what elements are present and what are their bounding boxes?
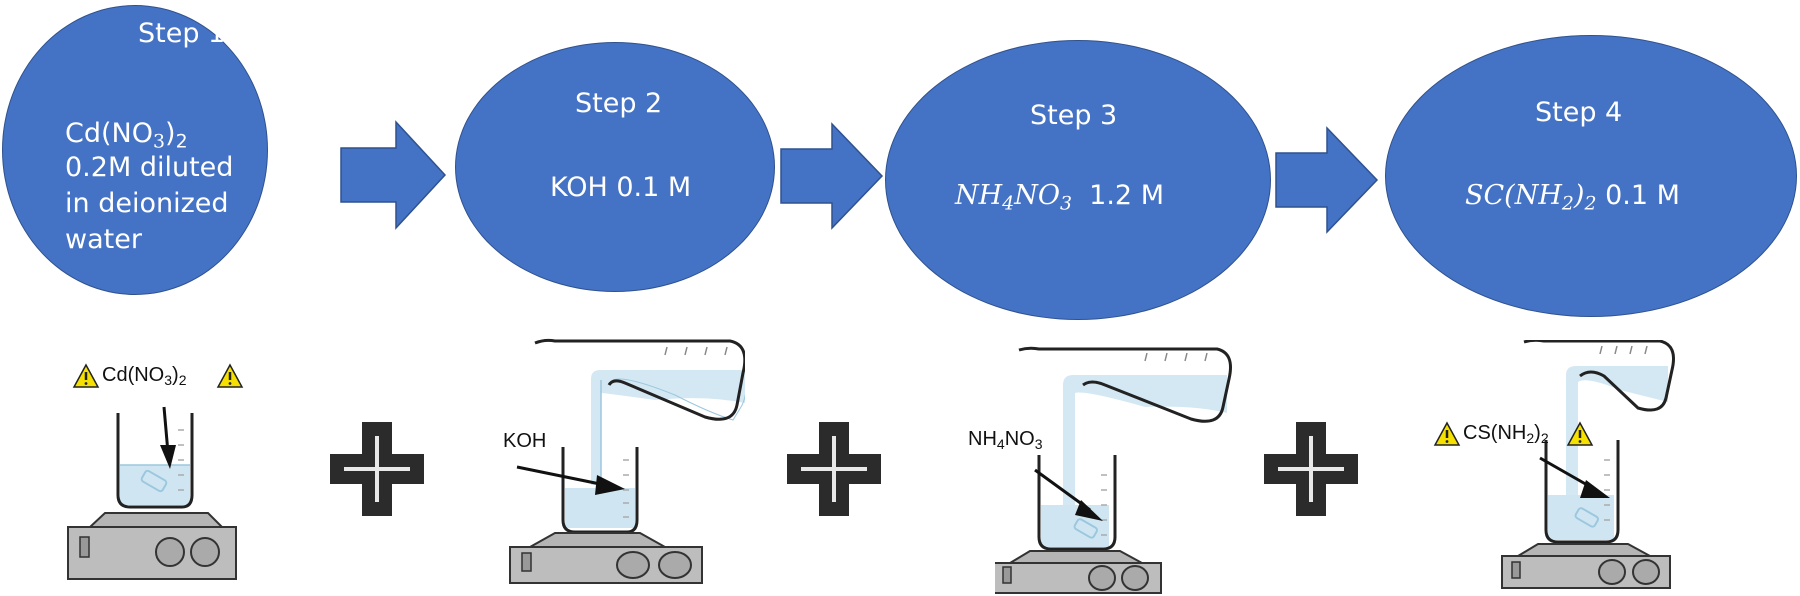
step-4-ellipse xyxy=(1385,35,1797,317)
beaker-icon xyxy=(116,413,194,509)
step-1-formula-base: Cd(NO xyxy=(65,118,153,149)
step-4-formula-sub2: 2 xyxy=(1584,192,1597,215)
setup-3-apparatus xyxy=(995,346,1232,594)
setup-3-label-b: NO xyxy=(1004,428,1035,450)
setup-1-label-a: Cd(NO xyxy=(102,364,165,386)
step-1-label: Step 1 xyxy=(138,18,226,49)
arrow-pointer-icon xyxy=(160,406,176,469)
beaker-icon xyxy=(561,447,639,534)
hot-plate-icon xyxy=(1501,543,1671,589)
step-1-formula-sub1: 3 xyxy=(152,130,166,153)
step-1-reagent-line-3: water xyxy=(65,224,142,255)
right-arrow-icon xyxy=(340,120,447,230)
step-2-reagent: KOH 0.1 M xyxy=(550,172,692,203)
warning-icon xyxy=(1566,421,1594,446)
hot-plate-icon xyxy=(509,532,703,584)
step-4-formula-a: SC(NH xyxy=(1465,180,1562,211)
setup-4-label: CS(NH2)2 xyxy=(1463,422,1549,445)
setup-2-label: KOH xyxy=(503,430,546,453)
warning-icon xyxy=(72,363,100,388)
setup-4-label-sub2: 2 xyxy=(1540,430,1549,447)
step-4-formula-sub1: 2 xyxy=(1561,192,1574,215)
setup-1-label-sub1: 3 xyxy=(164,372,173,389)
step-3-formula-sub2: 3 xyxy=(1059,192,1072,215)
step-1-reagent-line-2: in deionized xyxy=(65,188,229,219)
setup-1-apparatus xyxy=(67,406,237,580)
setup-4-label-a: CS(NH xyxy=(1463,422,1527,444)
arrow-pointer-icon xyxy=(1539,456,1610,498)
setup-1-label-b: ) xyxy=(172,364,179,386)
step-1-reagent-formula: Cd(NO3)2 xyxy=(65,118,188,151)
step-4-formula-b: ) xyxy=(1573,180,1585,211)
beaker-icon xyxy=(1037,455,1117,551)
pouring-beaker-icon xyxy=(1018,346,1232,525)
setup-2-apparatus xyxy=(509,338,745,584)
plus-icon xyxy=(787,422,881,516)
step-3-label: Step 3 xyxy=(1030,100,1118,131)
setup-3-label-a: NH xyxy=(968,428,997,450)
step-4-concentration: 0.1 M xyxy=(1605,180,1680,211)
step-4-reagent: SC(NH2)2 0.1 M xyxy=(1465,180,1680,213)
step-3-concentration: 1.2 M xyxy=(1089,180,1164,211)
setup-4-label-b: ) xyxy=(1534,422,1541,444)
arrow-pointer-icon xyxy=(516,465,625,495)
setup-1-label: Cd(NO3)2 xyxy=(102,364,187,387)
setup-4-apparatus xyxy=(1501,340,1675,589)
setup-3-label: NH4NO3 xyxy=(968,428,1042,451)
warning-icon xyxy=(216,363,244,388)
step-1-reagent-line-1: 0.2M diluted xyxy=(65,152,234,183)
beaker-icon xyxy=(1544,440,1620,544)
plus-icon xyxy=(330,422,424,516)
plus-icon xyxy=(1264,422,1358,516)
right-arrow-icon xyxy=(1275,126,1379,234)
setup-1-label-sub2: 2 xyxy=(178,372,187,389)
step-1-formula-sub2: 2 xyxy=(175,130,188,153)
step-1-formula-mid: ) xyxy=(165,118,176,149)
right-arrow-icon xyxy=(780,122,884,230)
step-2-label: Step 2 xyxy=(575,88,663,119)
step-3-formula-b: NO xyxy=(1014,180,1060,211)
setup-3-label-sub1: 4 xyxy=(996,436,1005,453)
warning-icon xyxy=(1433,421,1461,446)
step-3-ellipse xyxy=(885,40,1271,320)
pouring-beaker-icon xyxy=(534,338,745,495)
setup-2-label-a: KOH xyxy=(503,430,547,452)
step-3-formula-sub1: 4 xyxy=(1002,192,1015,215)
step-3-formula-a: NH xyxy=(955,180,1003,211)
arrow-pointer-icon xyxy=(1034,468,1103,521)
setup-4-label-sub1: 2 xyxy=(1526,430,1535,447)
hot-plate-icon xyxy=(67,512,237,580)
hot-plate-icon xyxy=(995,550,1162,594)
step-1-ellipse xyxy=(2,5,268,295)
step-2-ellipse xyxy=(455,42,775,292)
step-3-reagent: NH4NO3 1.2 M xyxy=(955,180,1164,213)
step-4-label: Step 4 xyxy=(1535,97,1623,128)
setup-3-label-sub2: 3 xyxy=(1034,436,1043,453)
